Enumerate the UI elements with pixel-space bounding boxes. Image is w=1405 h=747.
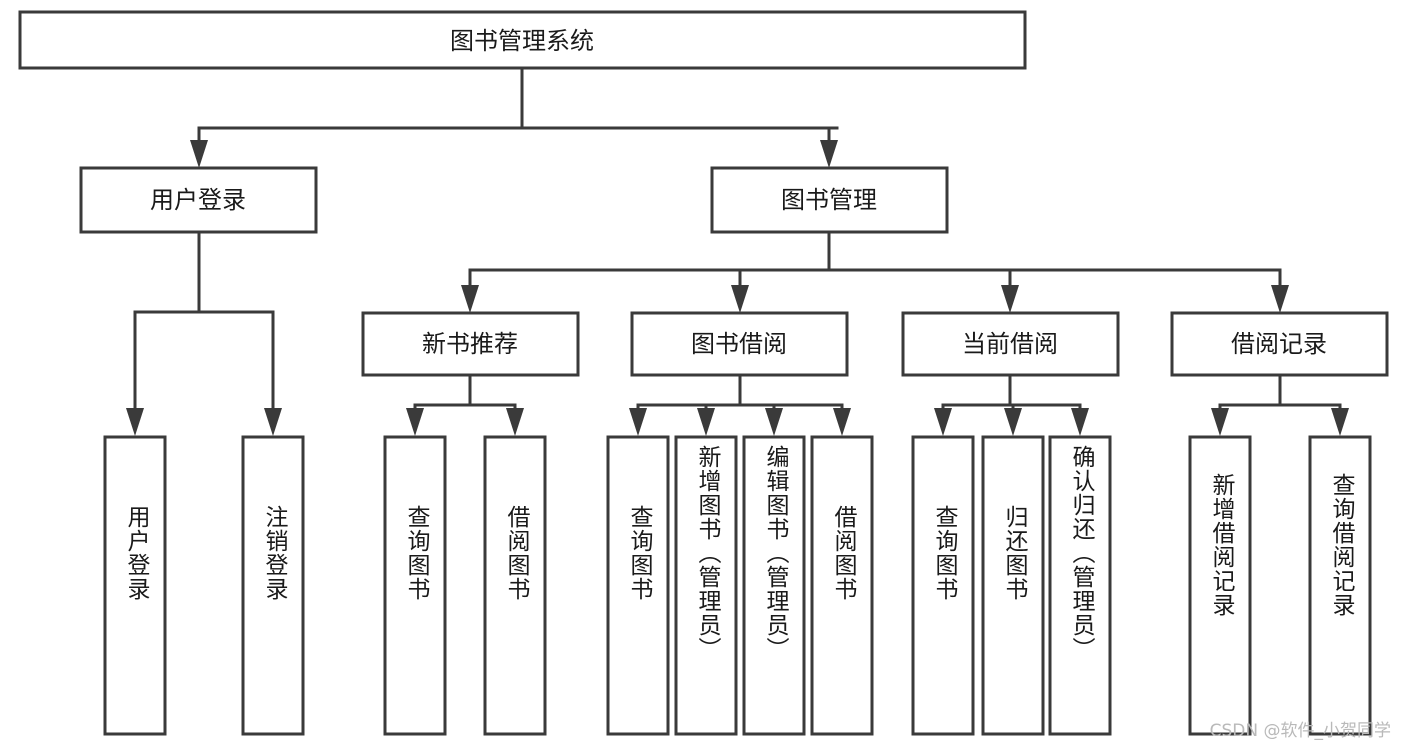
- leaf-box-add-book-admin[interactable]: [674, 435, 738, 736]
- connector-newbook-to-leaves: [406, 373, 524, 436]
- leaf-box-query-book-borrow[interactable]: [606, 435, 670, 736]
- node-book-borrow[interactable]: 图书借阅: [630, 311, 849, 377]
- node-root-label: 图书管理系统: [450, 27, 594, 55]
- connector-root-to-level2: [190, 66, 839, 168]
- node-current-borrow-label: 当前借阅: [962, 330, 1058, 358]
- leaf-box-add-borrow-record[interactable]: [1188, 435, 1252, 736]
- leaf-box-return-book[interactable]: [981, 435, 1045, 736]
- leaf-box-user-login[interactable]: [103, 435, 167, 736]
- node-current-borrow[interactable]: 当前借阅: [901, 311, 1120, 377]
- leaf-box-borrow-book[interactable]: [810, 435, 874, 736]
- leaf-boxes: [103, 435, 1372, 736]
- connector-userlogin-to-leaves: [126, 230, 282, 436]
- leaf-box-borrow-book-new[interactable]: [483, 435, 547, 736]
- node-book-borrow-label: 图书借阅: [691, 330, 787, 358]
- leaf-box-query-book-current[interactable]: [911, 435, 975, 736]
- leaf-box-edit-book-admin[interactable]: [742, 435, 806, 736]
- node-new-book-recommend-label: 新书推荐: [422, 330, 518, 358]
- node-book-management-label: 图书管理: [781, 186, 877, 214]
- node-user-login-label: 用户登录: [150, 186, 246, 214]
- leaf-box-query-borrow-record[interactable]: [1308, 435, 1372, 736]
- node-new-book-recommend[interactable]: 新书推荐: [361, 311, 580, 377]
- connector-borrow-to-leaves: [629, 373, 851, 436]
- leaf-box-query-book-new[interactable]: [383, 435, 447, 736]
- connector-record-to-leaves: [1211, 373, 1349, 436]
- node-borrow-record-label: 借阅记录: [1231, 330, 1327, 358]
- node-borrow-record[interactable]: 借阅记录: [1170, 311, 1389, 377]
- leaf-box-confirm-return-admin[interactable]: [1048, 435, 1112, 736]
- node-book-management[interactable]: 图书管理: [710, 166, 949, 234]
- node-root[interactable]: 图书管理系统: [18, 10, 1027, 70]
- csdn-watermark: CSDN @软件_小贺同学: [1209, 721, 1391, 741]
- connector-current-to-leaves: [934, 373, 1089, 436]
- node-user-login[interactable]: 用户登录: [79, 166, 318, 234]
- leaf-box-logout[interactable]: [241, 435, 305, 736]
- connector-bookmgmt-to-level3: [461, 230, 1289, 313]
